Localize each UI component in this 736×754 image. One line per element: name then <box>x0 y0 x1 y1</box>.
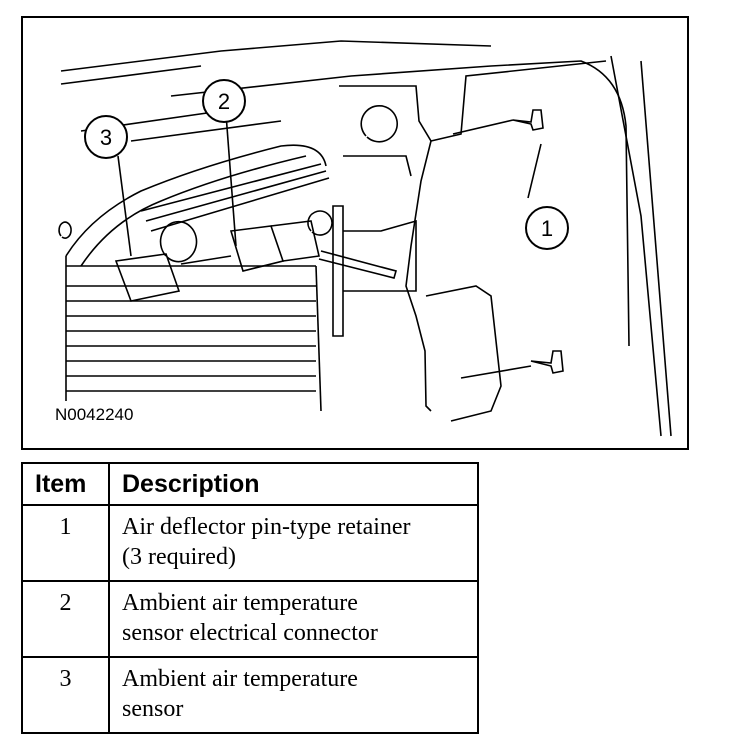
callout-2: 2 <box>202 79 246 123</box>
legend-row: 3 Ambient air temperature sensor <box>21 656 479 734</box>
legend-row: 2 Ambient air temperature sensor electric… <box>21 580 479 658</box>
callout-1-label: 1 <box>541 216 553 241</box>
vehicle-front-drawing <box>58 40 672 437</box>
description-line: sensor <box>122 696 184 722</box>
description-line: Air deflector pin-type retainer <box>122 514 411 540</box>
item-description: Air deflector pin-type retainer (3 requir… <box>108 504 479 582</box>
description-line: sensor electrical connector <box>122 620 378 646</box>
callout-1: 1 <box>525 206 569 250</box>
item-number: 1 <box>21 504 110 582</box>
figure-id: N0042240 <box>55 405 133 424</box>
leader-lines <box>117 113 542 257</box>
legend-header-row: Item Description <box>21 462 479 506</box>
description-line: Ambient air temperature <box>122 666 358 692</box>
callout-2-label: 2 <box>218 89 230 114</box>
item-column-header: Item <box>21 462 110 506</box>
frame-border <box>21 16 689 450</box>
description-column-header: Description <box>108 462 479 506</box>
item-number: 3 <box>21 656 110 734</box>
legend-row: 1 Air deflector pin-type retainer (3 requ… <box>21 504 479 582</box>
legend-table: Item Description 1 Air deflector pin-typ… <box>21 462 479 734</box>
line-drawing: 1 2 3 N0042240 <box>21 16 689 450</box>
illustration-frame: 1 2 3 N0042240 <box>21 16 689 450</box>
description-line: Ambient air temperature <box>122 590 358 616</box>
item-description: Ambient air temperature sensor electrical… <box>108 580 479 658</box>
item-description: Ambient air temperature sensor <box>108 656 479 734</box>
item-number: 2 <box>21 580 110 658</box>
callout-3: 3 <box>84 115 128 159</box>
callout-3-label: 3 <box>100 125 112 150</box>
description-line: (3 required) <box>122 544 236 570</box>
